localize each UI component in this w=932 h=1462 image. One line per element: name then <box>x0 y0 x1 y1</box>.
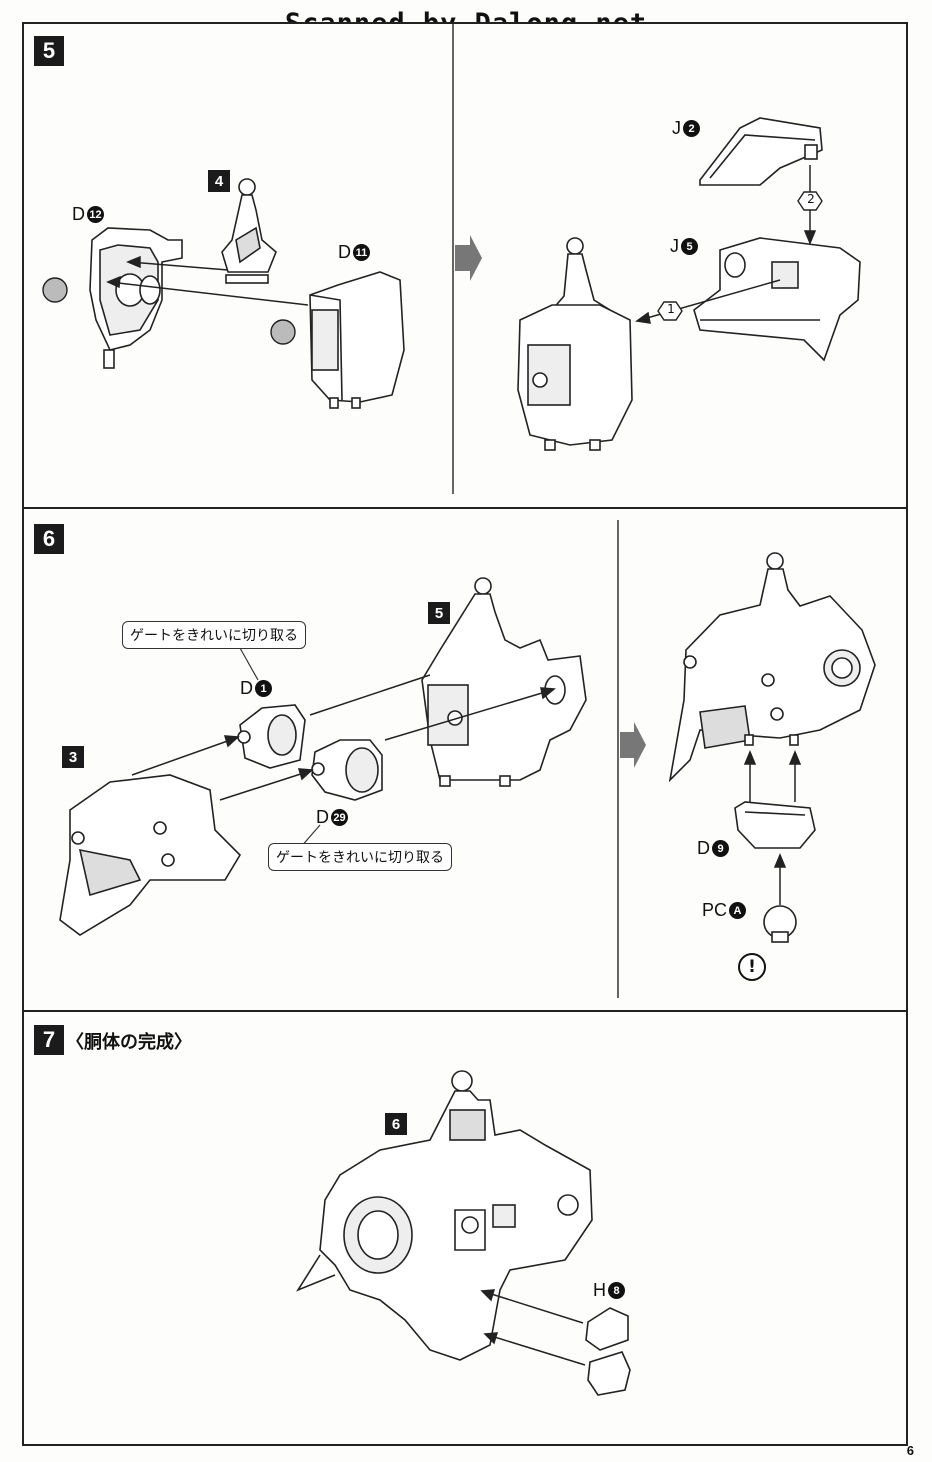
order-1-label: 1 <box>667 302 675 316</box>
next-stage-arrow-icon-2 <box>620 722 646 768</box>
gate-trim-callout-1: ゲートをきれいに切り取る <box>122 621 306 649</box>
caution-icon: ! <box>738 953 766 981</box>
order-1-marker <box>657 301 683 321</box>
part-j2-bracket <box>699 117 823 186</box>
part-d9-shell <box>734 801 816 849</box>
part-4-neck <box>221 178 277 284</box>
part-j5-frame <box>693 237 861 362</box>
part-d11-block <box>309 271 405 409</box>
order-2-marker <box>797 191 823 211</box>
step-5-number: 5 <box>34 36 64 66</box>
part-d12-frame <box>89 227 183 369</box>
ref-part-6: 6 <box>385 1113 407 1135</box>
polycap-marker-icon <box>42 277 296 345</box>
part-pca-polycap <box>763 905 797 943</box>
part-5-assembled <box>421 577 587 787</box>
step-7-number: 7 <box>34 1025 64 1055</box>
ref-part-3: 3 <box>62 746 84 768</box>
part-d29-cylinder <box>311 739 383 801</box>
step-7-title: 〈胴体の完成〉 <box>66 1032 192 1053</box>
part-h8-pieces <box>585 1307 631 1396</box>
ref-part-5: 5 <box>428 602 450 624</box>
page-number: 6 <box>906 1443 914 1458</box>
part-d1-cylinder <box>237 704 306 769</box>
next-stage-arrow-icon <box>455 235 482 281</box>
step-6-number: 6 <box>34 524 64 554</box>
gate-trim-callout-2: ゲートをきれいに切り取る <box>268 843 452 871</box>
order-2-label: 2 <box>807 192 815 206</box>
part-3-head <box>59 774 242 936</box>
assembled-torso-core <box>517 237 633 451</box>
completed-torso <box>296 1070 593 1361</box>
ref-part-4: 4 <box>208 170 230 192</box>
assembled-head-body <box>668 552 876 783</box>
